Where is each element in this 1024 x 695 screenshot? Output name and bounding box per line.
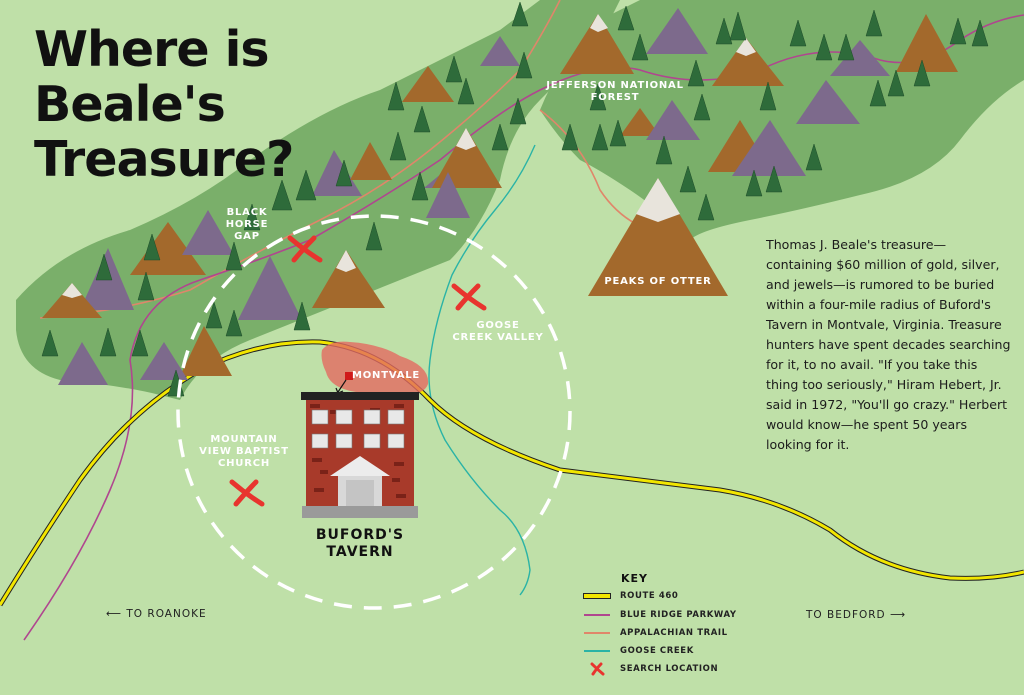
- mountains-west: [42, 36, 520, 385]
- key-item-label: APPALACHIAN TRAIL: [620, 628, 728, 638]
- forest-ridge-east: [540, 0, 1024, 240]
- title-line: Beale's: [34, 76, 226, 133]
- key-item-label: GOOSE CREEK: [620, 646, 694, 656]
- key-item-label: BLUE RIDGE PARKWAY: [620, 610, 737, 620]
- mountain: [402, 66, 454, 102]
- label-to-roanoke: ⟵ TO ROANOKE: [106, 608, 207, 620]
- mountain: [796, 80, 860, 124]
- mountain: [712, 38, 784, 86]
- mountains-east: [560, 8, 958, 296]
- mountain-snow: [590, 14, 608, 32]
- mountain: [732, 120, 806, 176]
- key-item-label: SEARCH LOCATION: [620, 664, 719, 674]
- mountain: [238, 256, 302, 320]
- key-item-route-460: ROUTE 460: [584, 589, 678, 603]
- route-460-path: [0, 340, 1024, 606]
- search-location-x-goose-creek: [451, 283, 487, 311]
- mountain-snow: [62, 283, 82, 298]
- mountain-snow: [336, 250, 356, 272]
- montvale-pointer-arrow: [337, 379, 347, 393]
- label-jefferson-forest: JEFFERSON NATIONAL FOREST: [546, 80, 684, 103]
- key-item-goose-creek: GOOSE CREEK: [584, 644, 694, 658]
- mountain: [58, 342, 108, 385]
- label-peaks-of-otter: PEAKS OF OTTER: [604, 276, 712, 287]
- bufords-tavern-building: [301, 392, 419, 518]
- search-location-x-black-horse-gap: [287, 235, 323, 263]
- mountain-snow: [636, 178, 680, 222]
- title-line: Where is: [34, 21, 270, 78]
- treasure-description: Thomas J. Beale's treasure—containing $6…: [766, 237, 1011, 452]
- label-goose-creek-valley: GOOSE CREEK VALLEY: [452, 320, 544, 343]
- key-swatch-blue-ridge-parkway: [584, 614, 610, 616]
- mountain-snow: [736, 38, 756, 56]
- montvale-marker: [345, 372, 353, 380]
- key-swatch-appalachian-trail: [584, 632, 610, 634]
- label-bufords-tavern: BUFORD'S TAVERN: [315, 527, 405, 560]
- trees: [41, 1, 989, 397]
- search-location-x-church: [229, 479, 265, 507]
- mountain: [620, 108, 660, 136]
- key-swatch-search-location-icon: [590, 662, 605, 676]
- montvale-area: [321, 341, 429, 395]
- mountain: [480, 36, 520, 66]
- appalachian-trail-path-east: [539, 109, 651, 231]
- mountain: [426, 172, 470, 218]
- mountain: [42, 283, 102, 318]
- key-swatch-goose-creek: [584, 650, 610, 652]
- mountain-snow: [456, 128, 476, 150]
- map-title: Where is Beale's Treasure?: [34, 22, 354, 187]
- four-mile-radius-circle: [176, 214, 572, 610]
- mountain: [350, 142, 392, 180]
- key-item-label: ROUTE 460: [620, 591, 679, 601]
- key-item-search-location: SEARCH LOCATION: [584, 662, 718, 676]
- key-title: KEY: [621, 572, 649, 585]
- label-black-horse-gap: BLACK HORSE GAP: [225, 207, 269, 242]
- goose-creek-path: [428, 144, 536, 596]
- peaks-of-otter-mountain: [588, 178, 728, 296]
- mountain: [896, 14, 958, 72]
- label-montvale: MONTVALE: [352, 370, 421, 381]
- mountain: [830, 40, 890, 76]
- mountain: [560, 14, 634, 74]
- title-line: Treasure?: [34, 131, 294, 188]
- mountain: [432, 128, 502, 188]
- mountain: [180, 326, 232, 376]
- label-mountain-view-church: MOUNTAIN VIEW BAPTIST CHURCH: [199, 434, 289, 469]
- key-item-appalachian-trail: APPALACHIAN TRAIL: [584, 626, 728, 640]
- mountain: [312, 250, 385, 308]
- key-swatch-route-460: [584, 594, 610, 598]
- mountain: [182, 210, 234, 255]
- key-item-blue-ridge-parkway: BLUE RIDGE PARKWAY: [584, 608, 737, 622]
- mountain: [130, 222, 206, 275]
- mountain: [646, 100, 700, 140]
- mountain: [646, 8, 708, 54]
- label-to-bedford: TO BEDFORD ⟶: [806, 609, 907, 621]
